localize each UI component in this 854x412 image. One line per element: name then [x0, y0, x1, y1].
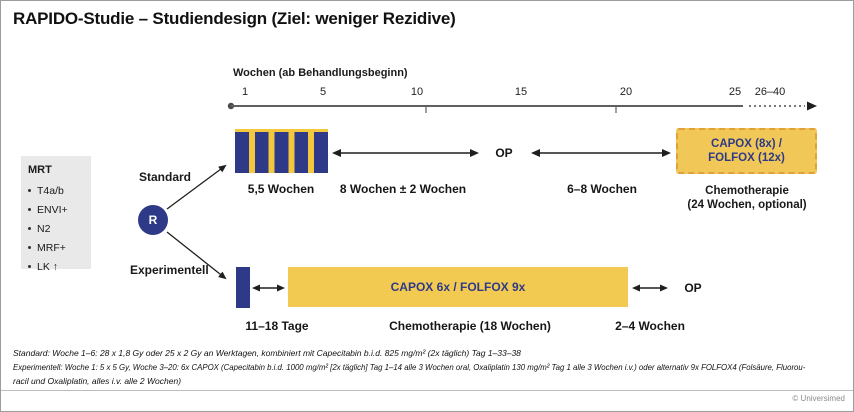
mrt-item: N2	[28, 219, 91, 238]
chemo-box-experimental: CAPOX 6x / FOLFOX 9x	[288, 267, 628, 307]
divider-line	[1, 390, 853, 391]
timeline-tick-label: 25	[728, 86, 742, 98]
radiotherapy-stripes-box	[235, 129, 328, 173]
mrt-heading: MRT	[28, 164, 52, 176]
branch-line-standard	[166, 164, 227, 210]
rt-duration-label-standard: 5,5 Wochen	[247, 182, 315, 196]
bullet-icon	[28, 208, 31, 211]
interval-label-standard-1: 8 Wochen ± 2 Wochen	[339, 182, 467, 196]
chemo-caption-line: Chemotherapie	[705, 185, 789, 197]
randomization-node: R	[138, 205, 168, 235]
experimental-rt-bar	[236, 267, 250, 308]
chemo-box-line: FOLFOX (12x)	[708, 152, 785, 164]
footnote-line: racil und Oxaliplatin, alles i.v. alle 2…	[13, 376, 182, 386]
mrt-item-label: MRF+	[37, 241, 66, 254]
mrt-item-label: N2	[37, 222, 51, 235]
mrt-item-label: ENVI+	[37, 203, 68, 216]
interval-arrow-experimental-1	[252, 284, 285, 292]
timeline-tick-label: 5	[319, 86, 327, 98]
footnote-line: Standard: Woche 1–6: 28 x 1,8 Gy oder 25…	[13, 348, 521, 358]
rt-duration-label-experimental: 11–18 Tage	[245, 319, 309, 333]
mrt-criteria-panel: MRT T4a/b ENVI+ N2 MRF+ LK ↑	[21, 156, 91, 273]
op-label-experimental: OP	[684, 281, 702, 295]
mrt-item: T4a/b	[28, 181, 91, 200]
interval-label-experimental: 2–4 Wochen	[615, 319, 685, 333]
arm-label-standard: Standard	[139, 170, 192, 184]
arm-label-experimental: Experimentell	[130, 263, 209, 277]
branch-line-experimental	[166, 231, 227, 280]
page-title: RAPIDO-Studie – Studiendesign (Ziel: wen…	[13, 9, 456, 28]
timeline-tick-label: 1	[241, 86, 249, 98]
mrt-item: ENVI+	[28, 200, 91, 219]
interval-arrow-experimental-2	[632, 284, 668, 292]
interval-arrow-standard-1	[332, 149, 479, 157]
bullet-icon	[28, 189, 31, 192]
radiotherapy-stripes-pattern	[235, 132, 328, 173]
op-label-standard: OP	[495, 146, 513, 160]
copyright-credit: © Universimed	[792, 394, 845, 403]
chemo-caption-experimental: Chemotherapie (18 Wochen)	[389, 319, 551, 333]
timeline-axis-label: Wochen (ab Behandlungsbeginn)	[233, 67, 408, 79]
chemo-caption-standard: Chemotherapie (24 Wochen, optional)	[687, 185, 806, 212]
chemo-caption-line: (24 Wochen, optional)	[687, 198, 807, 211]
timeline-tick-label: 10	[410, 86, 424, 98]
timeline-tick-label: 15	[514, 86, 528, 98]
chemo-optional-box: CAPOX (8x) / FOLFOX (12x)	[676, 128, 817, 174]
axis-arrowhead-icon	[807, 101, 817, 111]
timeline-tick-label: 20	[619, 86, 633, 98]
interval-arrow-standard-2	[531, 149, 671, 157]
bullet-icon	[28, 265, 31, 268]
mrt-item-label: T4a/b	[37, 184, 64, 197]
interval-label-standard-2: 6–8 Wochen	[567, 182, 637, 196]
mrt-item: LK ↑	[28, 257, 91, 276]
mrt-item: MRF+	[28, 238, 91, 257]
mrt-item-label: LK ↑	[37, 260, 59, 273]
bullet-icon	[28, 246, 31, 249]
bullet-icon	[28, 227, 31, 230]
timeline-axis	[227, 101, 817, 113]
chemo-box-line: CAPOX (8x) /	[711, 138, 782, 150]
footnote-line: Experimentell: Woche 1: 5 x 5 Gy, Woche …	[13, 362, 806, 372]
timeline-tick-label: 26–40	[754, 86, 786, 98]
